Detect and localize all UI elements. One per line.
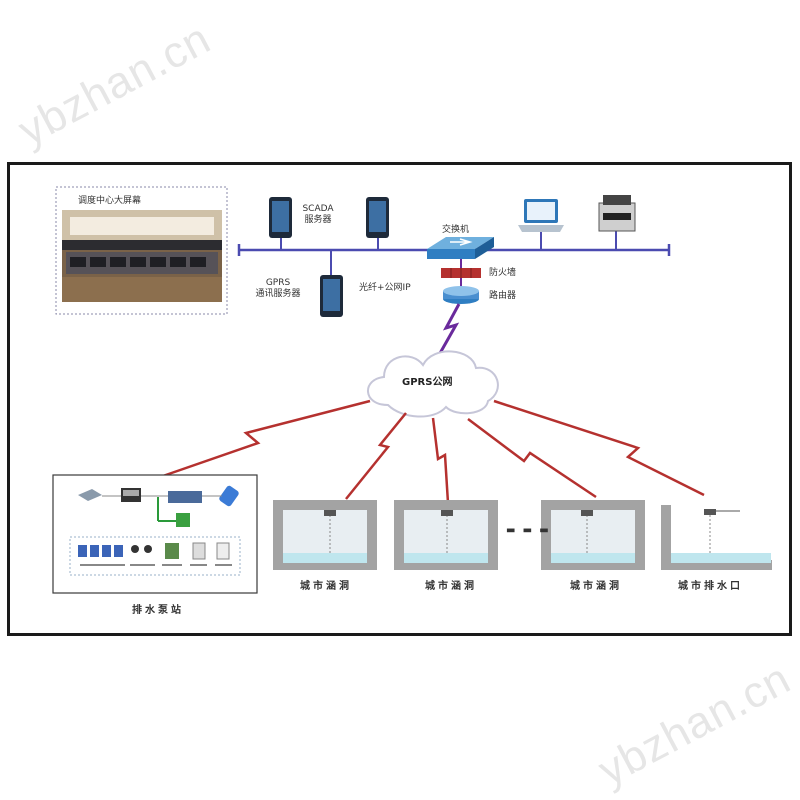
scada-server-icon [269,197,389,250]
big-screen-label: 调度中心大屏幕 [78,196,142,206]
diagram-frame: 调度中心大屏幕 SCADA 服务器 GPRS 通讯服务器 交换机 防火墙 路由器… [7,162,792,636]
router-label: 路由器 [489,291,517,301]
gprs-server-label: GPRS 通讯服务器 [250,278,306,300]
well-site-2 [394,500,498,570]
printer-icon [598,195,636,250]
more-sites-ellipsis: ▬ ▬ ▬ [506,525,551,536]
firewall-label: 防火墙 [489,268,517,278]
switch-label: 交换机 [442,225,470,235]
cloud-label: GPRS公网 [402,377,453,388]
gprs-cloud-icon [367,350,499,418]
outfall-site [661,505,772,570]
wireless-link-lightning [159,399,705,504]
switch-icon [427,237,494,259]
gprs-server-icon [320,250,343,317]
well-label-1: 城市涵洞 [300,581,352,592]
well-label-2: 城市涵洞 [425,581,477,592]
scada-label-line2: 服务器 [304,215,332,225]
well-label-3: 城市涵洞 [570,581,622,592]
gprs-server-label-line1: GPRS [265,278,291,288]
gprs-server-label-line2: 通讯服务器 [255,289,301,299]
pump-station-panel [52,474,258,594]
well-site-1 [273,500,377,570]
watermark-text: ybzhan.cn [590,653,799,796]
scada-label: SCADA 服务器 [292,204,344,226]
router-icon [443,286,479,304]
outfall-label: 城市排水口 [678,581,743,592]
well-site-3 [541,500,645,570]
pump-station-label: 排水泵站 [132,605,184,616]
fiber-label: 光纤+公网IP [359,283,411,293]
diagram-canvas [52,186,772,594]
scada-label-line1: SCADA [302,204,334,214]
big-screen-panel [55,186,228,315]
watermark-text: ybzhan.cn [10,13,219,156]
laptop-icon [518,199,564,250]
router-uplink-lightning [437,303,461,356]
